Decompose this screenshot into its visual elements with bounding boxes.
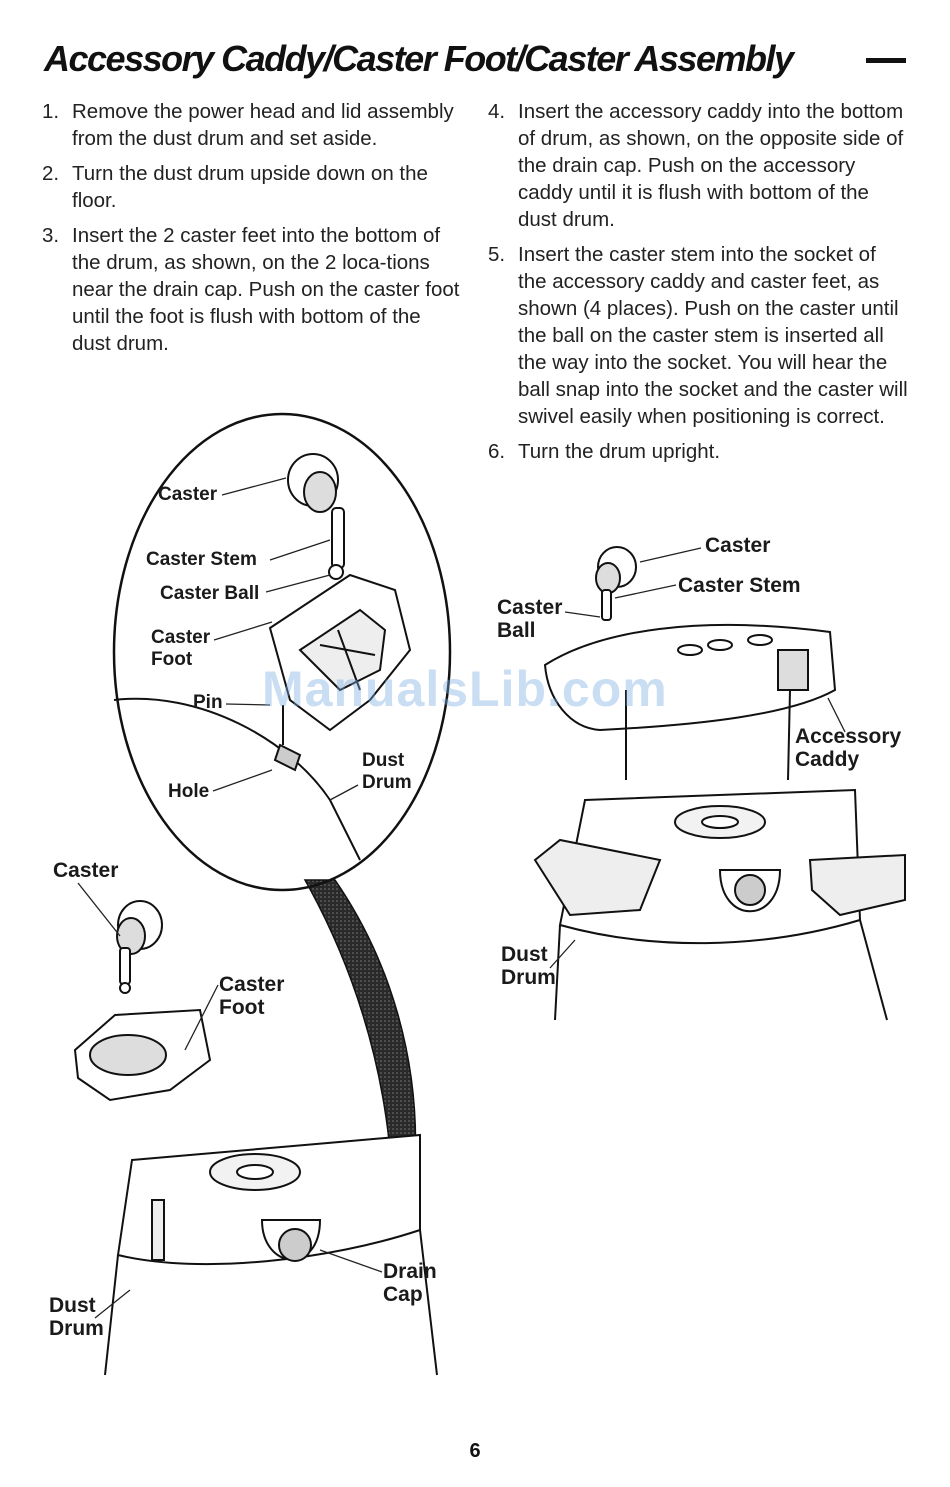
step-number: 3. <box>42 224 60 247</box>
detail-dust-drum <box>113 697 361 861</box>
detail-caster-foot <box>268 573 412 732</box>
leader-lines <box>77 477 846 1319</box>
caster-icon <box>116 900 163 994</box>
step-text: Turn the drum upright. <box>518 440 721 463</box>
label-accessory-caddy: Accessory Caddy <box>795 725 902 771</box>
label-drain-cap: Drain Cap <box>383 1260 437 1306</box>
right-caster-icon <box>595 546 637 621</box>
zoom-callout-tail <box>303 879 417 1177</box>
step-number: 2. <box>42 162 60 185</box>
label-caster-foot: Caster Foot <box>219 973 285 1019</box>
step-number: 4. <box>488 100 506 123</box>
title-dash <box>866 58 906 63</box>
step-text: Insert the 2 caster feet into the bottom… <box>72 224 460 355</box>
label-detail-caster: Caster <box>158 484 218 505</box>
right-dust-drum <box>533 788 906 1021</box>
step-item: 4. Insert the accessory caddy into the bo… <box>488 98 908 233</box>
page-title: Accessory Caddy/Caster Foot/Caster Assem… <box>44 38 794 79</box>
step-item: 6. Turn the drum upright. <box>488 438 908 465</box>
label-detail-caster-stem: Caster Stem <box>146 549 257 570</box>
left-dust-drum <box>104 1133 438 1376</box>
label-right-caster-stem: Caster Stem <box>678 574 801 597</box>
step-item: 3. Insert the 2 caster feet into the bott… <box>42 222 460 357</box>
label-detail-caster-foot: Caster Foot <box>151 627 211 670</box>
accessory-caddy-part <box>543 623 837 781</box>
caster-foot-part <box>73 1008 212 1102</box>
label-right-dust-drum: Dust Drum <box>501 943 556 989</box>
label-caster: Caster <box>53 859 119 882</box>
label-right-caster: Caster <box>705 534 771 557</box>
label-detail-dust-drum: Dust Drum <box>362 750 412 793</box>
label-right-caster-ball: Caster Ball <box>497 596 563 642</box>
label-detail-pin: Pin <box>193 692 223 713</box>
label-dust-drum: Dust Drum <box>49 1294 104 1340</box>
step-item: 5. Insert the caster stem into the socket… <box>488 241 908 430</box>
step-text: Turn the dust drum upside down on the fl… <box>72 162 428 212</box>
step-text: Insert the accessory caddy into the bott… <box>518 100 904 231</box>
steps-list-right: 4. Insert the accessory caddy into the bo… <box>488 98 908 473</box>
label-detail-caster-ball: Caster Ball <box>160 583 260 604</box>
detail-ellipse <box>112 412 452 892</box>
step-item: 1. Remove the power head and lid assembly… <box>42 98 460 152</box>
page-number: 6 <box>469 1440 481 1462</box>
step-item: 2. Turn the dust drum upside down on the … <box>42 160 460 214</box>
label-detail-hole: Hole <box>168 781 210 802</box>
step-number: 6. <box>488 440 506 463</box>
step-text: Remove the power head and lid assembly f… <box>72 100 454 150</box>
step-number: 1. <box>42 100 60 123</box>
step-text: Insert the caster stem into the socket o… <box>518 243 908 428</box>
detail-caster-icon <box>287 453 345 580</box>
step-number: 5. <box>488 243 506 266</box>
steps-list-left: 1. Remove the power head and lid assembly… <box>42 98 460 365</box>
watermark: ManualsLib.com <box>262 661 668 717</box>
